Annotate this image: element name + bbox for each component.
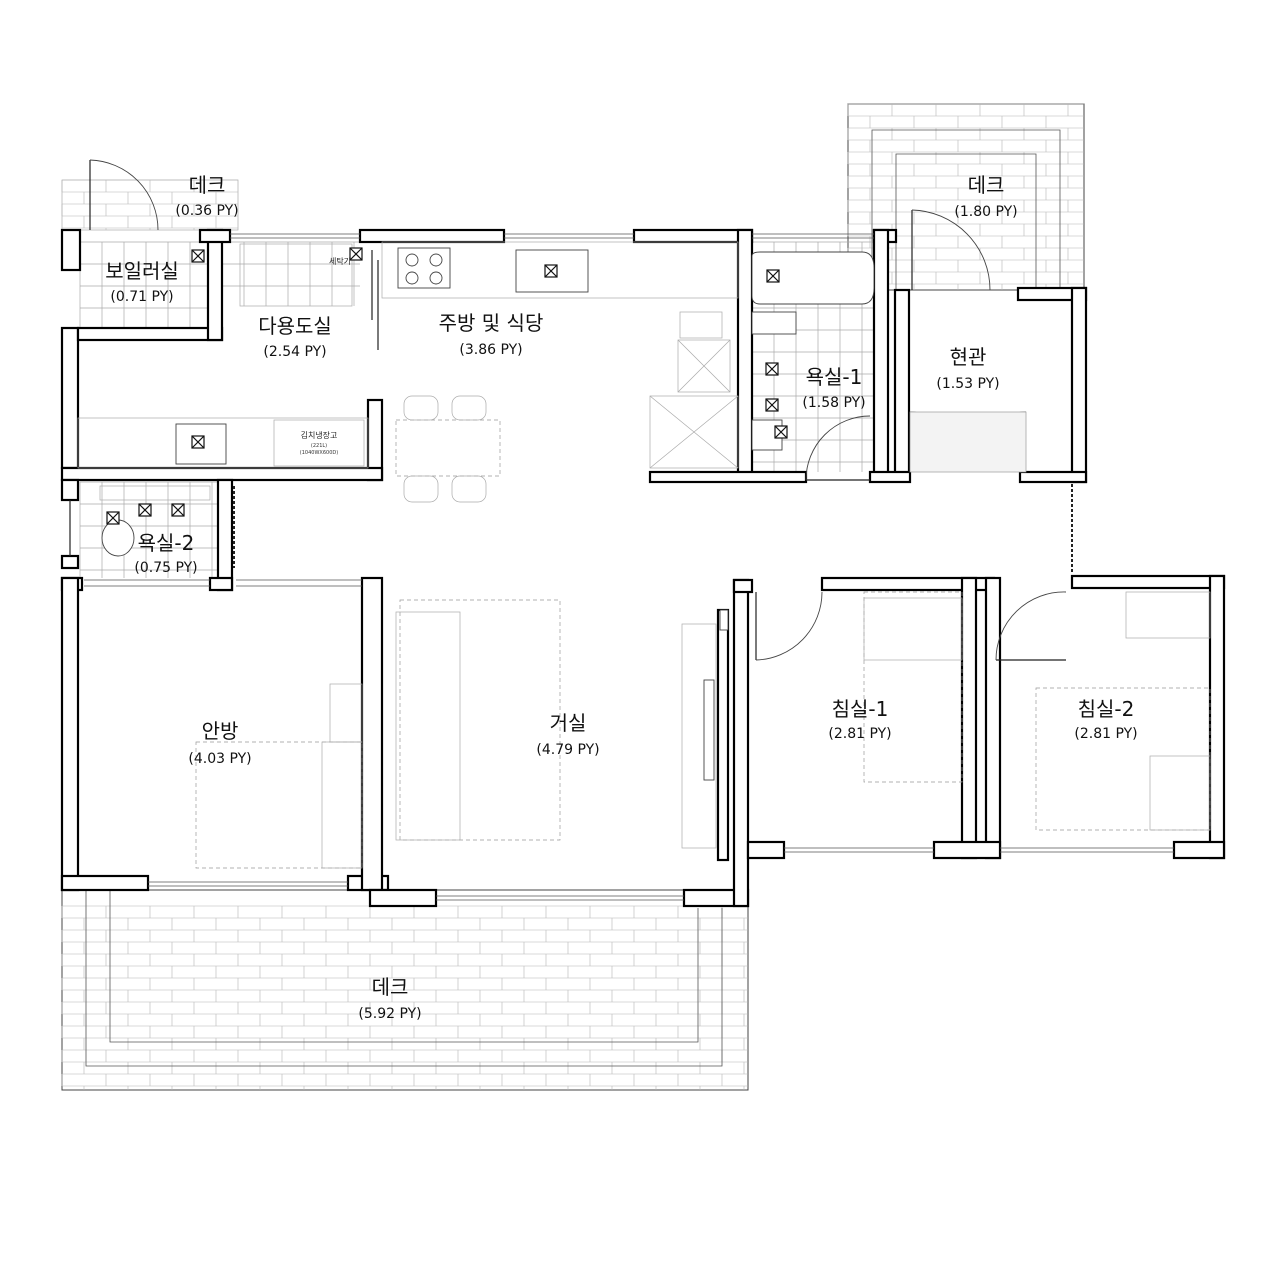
entrance-name: 현관 [950,345,987,369]
kitchen-area: (3.86 PY) [459,342,522,358]
living-name: 거실 [550,711,587,735]
deck-large-name: 데크 [372,975,409,999]
deck-small-area: (0.36 PY) [175,203,238,219]
master-area: (4.03 PY) [188,751,251,767]
deck-entry-name: 데크 [968,173,1005,197]
fixtures [77,241,1211,869]
xbox-symbols [106,247,788,525]
washer-label: 세탁기 [329,256,351,266]
entrance-area: (1.53 PY) [936,376,999,392]
deck-entry-area: (1.80 PY) [954,204,1017,220]
utility-area: (2.54 PY) [263,344,326,360]
utility-name: 다용도실 [258,314,332,338]
kimchi-fridge-label: 김치냉장고 [301,430,338,440]
walls [60,228,1226,908]
boiler-area: (0.71 PY) [110,289,173,305]
kitchen-name: 주방 및 식당 [439,311,544,335]
labels: 데크 (0.36 PY) 보일러실 (0.71 PY) 다용도실 (2.54 P… [105,173,1137,1022]
living-area: (4.79 PY) [536,742,599,758]
bath2-name: 욕실-2 [138,531,195,555]
bed2-area: (2.81 PY) [1074,726,1137,742]
bed2-name: 침실-2 [1078,697,1135,721]
kimchi-capacity-label: (221L) [311,443,327,449]
windows [84,233,1174,901]
boiler-name: 보일러실 [105,259,179,283]
master-name: 안방 [202,719,239,743]
bath1-area: (1.58 PY) [802,395,865,411]
deck-large-area: (5.92 PY) [358,1006,421,1022]
kimchi-size-label: (1040WX600D) [300,450,338,456]
bath1-name: 욕실-1 [806,365,863,389]
bed1-area: (2.81 PY) [828,726,891,742]
bath2-area: (0.75 PY) [134,560,197,576]
deck-small-name: 데크 [189,173,226,197]
bed1-name: 침실-1 [832,697,889,721]
deck-top-left [61,179,239,231]
